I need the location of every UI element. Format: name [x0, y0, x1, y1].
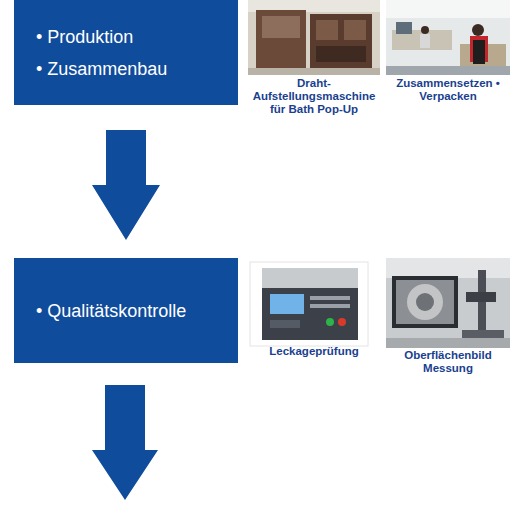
flow-arrow [92, 385, 158, 500]
flow-arrow [92, 130, 160, 240]
photo-caption: Zusammensetzen • Verpacken [386, 77, 510, 103]
photo-caption: Leckageprüfung [250, 345, 378, 358]
box-text: • Qualitätskontrolle [36, 301, 238, 321]
machine-photo [248, 0, 380, 75]
microscope-photo [386, 258, 510, 348]
leak-tester-photo [250, 262, 368, 346]
photo-caption: Draht- Aufstellungsmaschine für Bath Pop… [246, 77, 382, 116]
box-text: • Zusammenbau [36, 59, 238, 79]
box-text: • Produktion [36, 27, 238, 47]
process-box: • Produktion • Zusammenbau [14, 0, 238, 105]
process-box: • Qualitätskontrolle [14, 258, 238, 363]
photo-caption: Oberflächenbild Messung [386, 349, 510, 375]
assembly-photo [386, 0, 510, 75]
